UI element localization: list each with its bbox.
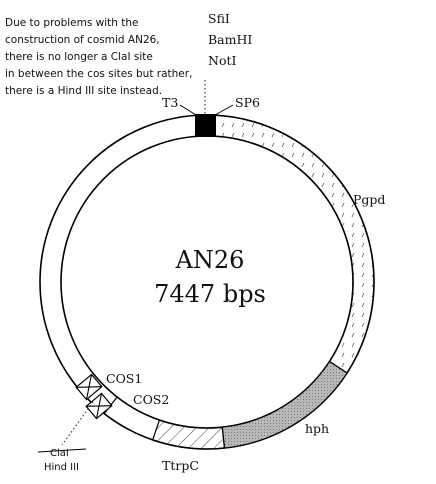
polylinker-block xyxy=(195,114,216,137)
cos1-label: COS1 xyxy=(106,371,142,386)
t3-label: T3 xyxy=(162,95,178,110)
ttrpc-segment xyxy=(151,419,226,450)
note-line-3: there is no longer a ClaI site xyxy=(5,51,153,63)
pgpd-label: Pgpd xyxy=(353,192,385,207)
top-site-labels: SfiI BamHI NotI xyxy=(208,11,252,68)
site-sfii: SfiI xyxy=(208,11,230,26)
sp6-label: SP6 xyxy=(235,95,260,110)
hph-label: hph xyxy=(305,421,329,436)
hind-iii-label: Hind III xyxy=(44,462,79,473)
hind-dotted-line xyxy=(61,401,94,446)
cos1-site xyxy=(75,373,103,401)
note-line-1: Due to problems with the xyxy=(5,17,139,29)
site-bamhi: BamHI xyxy=(208,32,252,47)
cos2-label: COS2 xyxy=(133,392,169,407)
ttrpc-label: TtrpC xyxy=(162,458,199,473)
plasmid-name: AN26 xyxy=(175,246,245,274)
t3-pointer xyxy=(179,104,197,116)
clai-struck-label: ClaI xyxy=(50,448,69,459)
construction-note: Due to problems with the construction of… xyxy=(5,17,192,97)
note-line-5: there is a Hind III site instead. xyxy=(5,85,162,97)
sp6-pointer xyxy=(214,104,234,116)
plasmid-size: 7447 bps xyxy=(154,280,266,308)
note-line-2: construction of cosmid AN26, xyxy=(5,34,160,46)
site-noti: NotI xyxy=(208,53,236,68)
note-line-4: in between the cos sites but rather, xyxy=(5,68,192,80)
clai-strikethrough xyxy=(37,448,87,453)
